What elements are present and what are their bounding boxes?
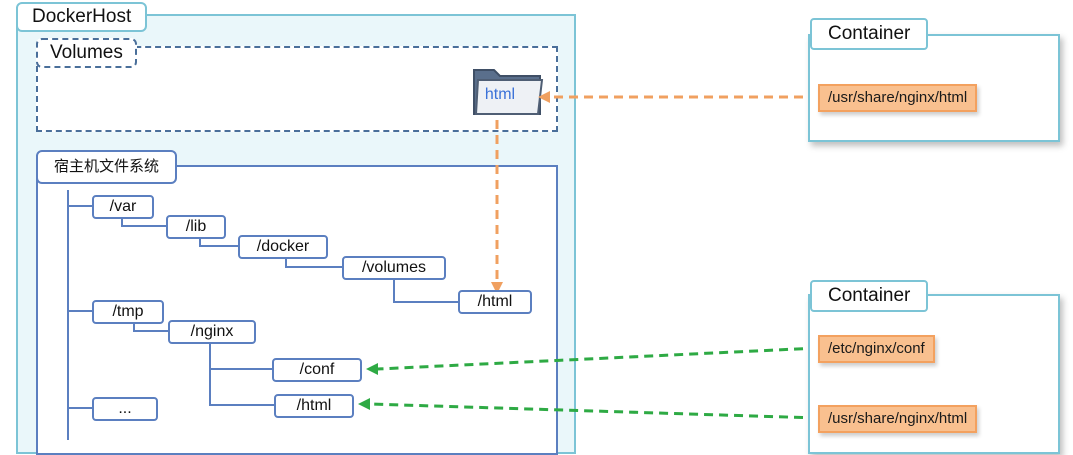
node-docker: /docker [238,235,328,259]
node-conf: /conf [272,358,362,382]
docker-host-title: DockerHost [16,2,148,32]
node-volumes: /volumes [342,256,446,280]
volumes-area [36,46,558,132]
folder-icon [470,66,546,118]
container-2-mount-conf: /etc/nginx/conf [818,335,935,363]
host-filesystem-title: 宿主机文件系统 [36,150,178,184]
node-lib: /lib [166,215,226,239]
node-volume-html: /html [458,290,532,314]
volume-folder-label: html [484,86,516,103]
node-tmp: /tmp [92,300,164,324]
connector-lines [67,91,819,440]
volumes-title: Volumes [36,38,137,68]
container-2-mount-html: /usr/share/nginx/html [818,405,978,433]
container-2-title: Container [810,280,929,312]
container-1-mount-html: /usr/share/nginx/html [818,84,978,112]
node-var: /var [92,195,154,219]
node-nginx-html: /html [274,394,354,418]
node-nginx: /nginx [168,320,256,344]
container-1-title: Container [810,18,929,50]
node-more: ... [92,397,158,421]
